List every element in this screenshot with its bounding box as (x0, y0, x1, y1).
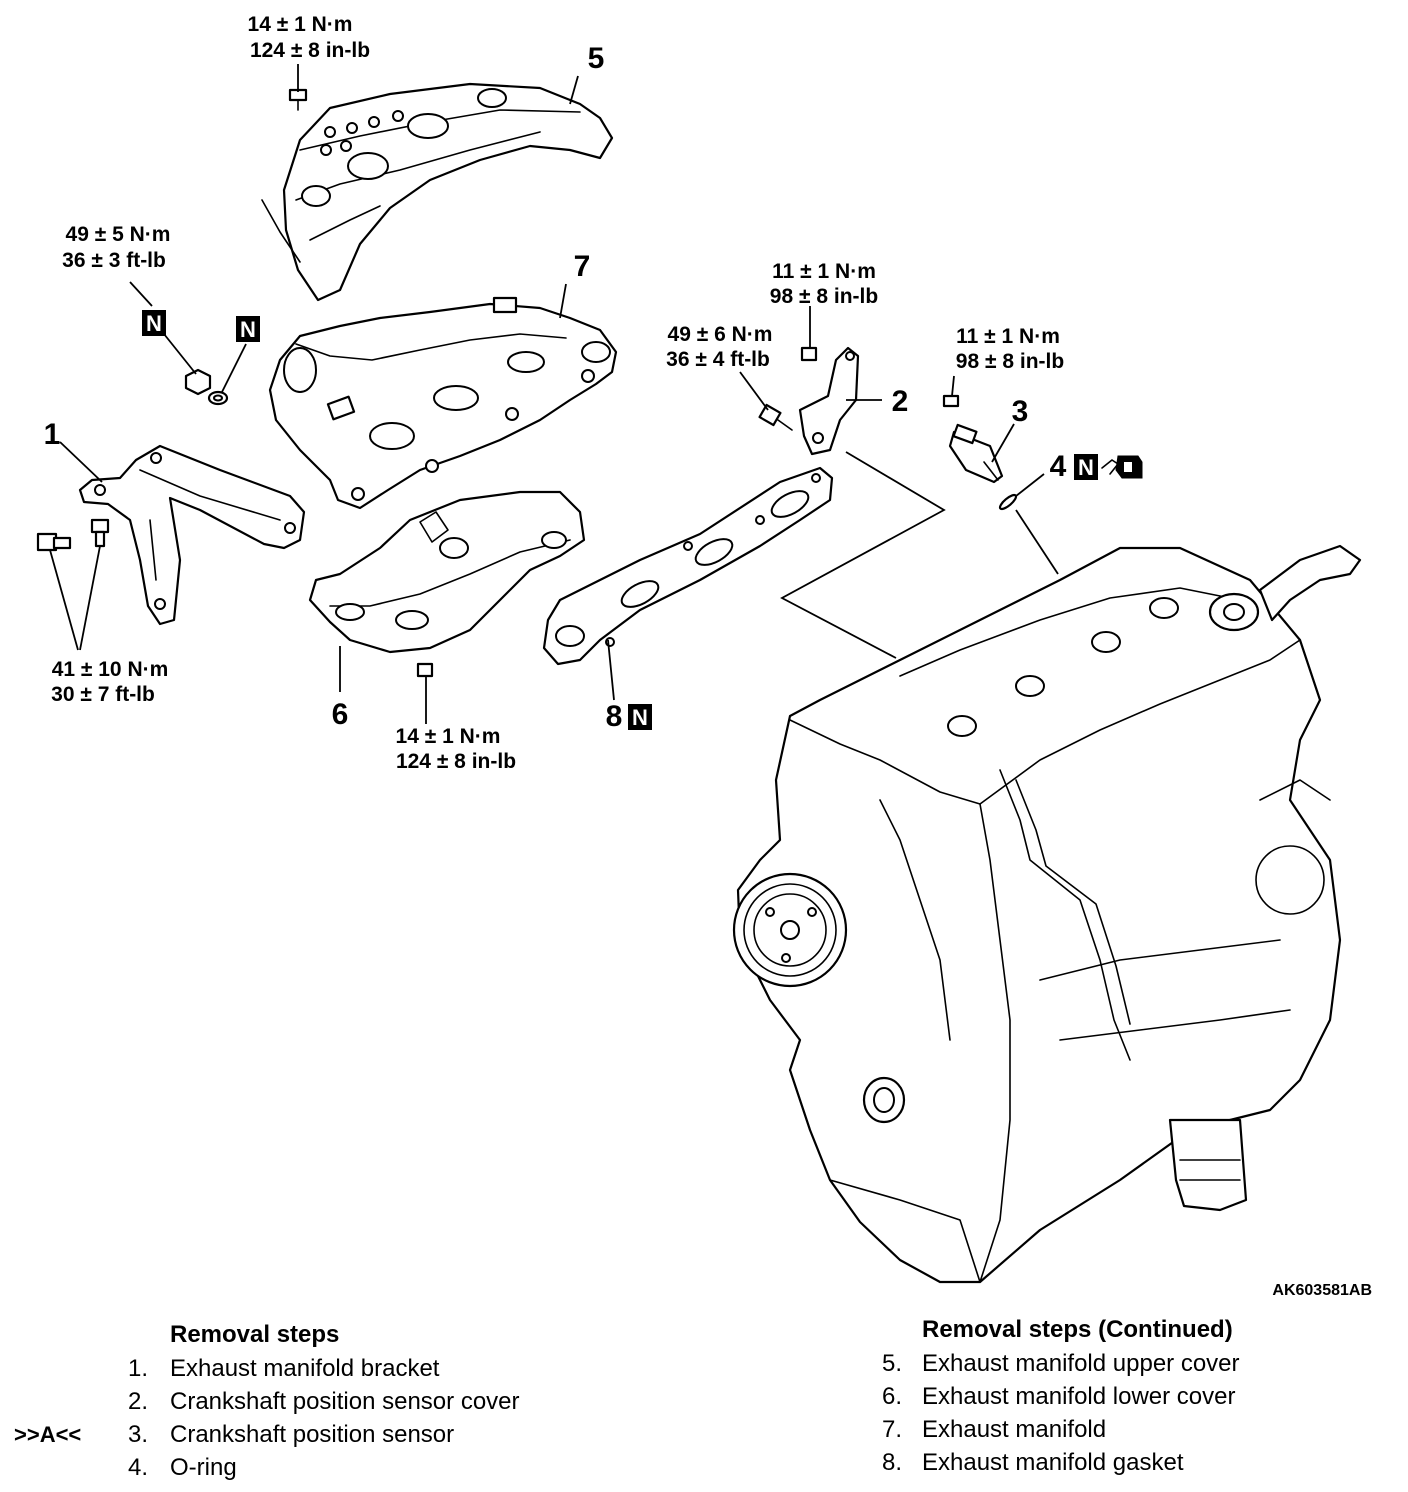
torque-label-lower-cover-bolt: 14 ± 1 N·m 124 ± 8 in-lb (396, 725, 516, 773)
torque-label-sensor-cover-bolt: 11 ± 1 N·m 98 ± 8 in-lb (770, 260, 878, 308)
torque-label-manifold-nut: 49 ± 5 N·m 36 ± 3 ft-lb (62, 223, 170, 272)
crankshaft-position-sensor (948, 423, 1004, 484)
torque-imperial: 36 ± 4 ft-lb (666, 348, 770, 371)
step-3: >>A<< 3. Crankshaft position sensor (0, 1418, 640, 1451)
leader-lines (49, 64, 1059, 724)
new-part-mark-washer: N (236, 316, 260, 342)
step-8: 8. Exhaust manifold gasket (840, 1446, 1400, 1479)
new-part-mark-gasket: N (628, 704, 652, 730)
torque-label-bracket-bolts: 41 ± 10 N·m 30 ± 7 ft-lb (51, 658, 168, 706)
torque-nm: 11 ± 1 N·m (956, 325, 1060, 348)
callout-2: 2 (892, 385, 909, 418)
apply-oil-icon (1101, 455, 1143, 479)
step-1: 1. Exhaust manifold bracket (0, 1352, 640, 1385)
step-number: 8. (881, 1449, 902, 1476)
o-ring (998, 493, 1018, 511)
new-part-mark-o-ring: N (1074, 454, 1098, 480)
new-part-letter: N (632, 705, 648, 730)
torque-nm: 14 ± 1 N·m (396, 725, 501, 748)
torque-nm: 41 ± 10 N·m (52, 658, 169, 681)
torque-nm: 14 ± 1 N·m (248, 13, 353, 36)
step-2: 2. Crankshaft position sensor cover (0, 1385, 640, 1418)
torque-label-sensor-bolt: 11 ± 1 N·m 98 ± 8 in-lb (956, 325, 1064, 373)
removal-steps-continued: Removal steps (Continued) 5. Exhaust man… (840, 1313, 1400, 1483)
step-label: Exhaust manifold (922, 1416, 1107, 1443)
exploded-diagram: 14 ± 1 N·m 124 ± 8 in-lb 49 ± 5 N·m 36 ±… (36, 13, 1372, 1299)
callout-6: 6 (332, 698, 349, 731)
removal-steps-heading: Removal steps (170, 1321, 340, 1348)
callout-1: 1 (44, 418, 61, 451)
torque-imperial: 36 ± 3 ft-lb (62, 249, 166, 272)
step-number: 1. (127, 1355, 148, 1382)
torque-nm: 11 ± 1 N·m (772, 260, 876, 283)
bracket-upper-bolt (758, 403, 793, 431)
exhaust-manifold-upper-cover (261, 82, 614, 302)
step-number: 4. (127, 1454, 148, 1481)
step-label: Exhaust manifold gasket (922, 1449, 1184, 1476)
new-part-letter: N (146, 311, 162, 336)
new-part-letter: N (240, 317, 256, 342)
torque-imperial: 124 ± 8 in-lb (250, 39, 370, 62)
torque-imperial: 124 ± 8 in-lb (396, 750, 516, 773)
step-label: Exhaust manifold lower cover (922, 1383, 1236, 1410)
exhaust-manifold-lower-cover (308, 490, 586, 654)
callout-4: 4 (1050, 450, 1067, 483)
torque-imperial: 30 ± 7 ft-lb (51, 683, 155, 706)
exhaust-manifold (268, 296, 618, 510)
step-number: 5. (881, 1350, 902, 1377)
service-point-mark: >>A<< (14, 1422, 82, 1447)
torque-imperial: 98 ± 8 in-lb (770, 285, 878, 308)
new-part-mark-nut: N (142, 310, 166, 336)
step-6: 6. Exhaust manifold lower cover (840, 1380, 1400, 1413)
removal-steps: Removal steps 1. Exhaust manifold bracke… (0, 1318, 640, 1488)
bracket-bolt-right (90, 518, 110, 548)
manifold-nut (184, 368, 212, 396)
callout-3: 3 (1012, 395, 1029, 428)
step-number: 3. (127, 1421, 148, 1448)
removal-steps-continued-heading: Removal steps (Continued) (922, 1316, 1233, 1343)
bolts (36, 88, 960, 678)
sensor-bolt (942, 394, 960, 408)
torque-nm: 49 ± 6 N·m (668, 323, 773, 346)
step-7: 7. Exhaust manifold (840, 1413, 1400, 1446)
exhaust-manifold-bracket (78, 444, 306, 626)
crankshaft-position-sensor-cover (798, 346, 860, 456)
engine-block (732, 544, 1362, 1284)
step-number: 2. (127, 1388, 148, 1415)
step-label: Exhaust manifold bracket (170, 1355, 440, 1382)
step-4: 4. O-ring (0, 1451, 640, 1484)
callout-7: 7 (574, 250, 591, 283)
step-label: Crankshaft position sensor cover (170, 1388, 520, 1415)
step-label: Crankshaft position sensor (170, 1421, 455, 1448)
step-number: 7. (881, 1416, 902, 1443)
figure-code: AK603581AB (1272, 1282, 1372, 1299)
torque-imperial: 98 ± 8 in-lb (956, 350, 1064, 373)
bracket-bolt-left (36, 532, 72, 552)
step-label: O-ring (170, 1454, 237, 1481)
callout-8: 8 (606, 700, 623, 733)
new-part-letter: N (1078, 455, 1094, 480)
callout-5: 5 (588, 42, 605, 75)
torque-nm: 49 ± 5 N·m (66, 223, 171, 246)
torque-label-bracket-upper-bolt: 49 ± 6 N·m 36 ± 4 ft-lb (666, 323, 772, 371)
step-5: 5. Exhaust manifold upper cover (840, 1347, 1400, 1380)
lower-cover-bolt (416, 662, 434, 678)
step-label: Exhaust manifold upper cover (922, 1350, 1240, 1377)
exhaust-manifold-gasket (542, 466, 834, 666)
torque-label-upper-cover-bolt: 14 ± 1 N·m 124 ± 8 in-lb (248, 13, 370, 62)
sensor-cover-bolt (800, 346, 818, 362)
step-number: 6. (881, 1383, 902, 1410)
